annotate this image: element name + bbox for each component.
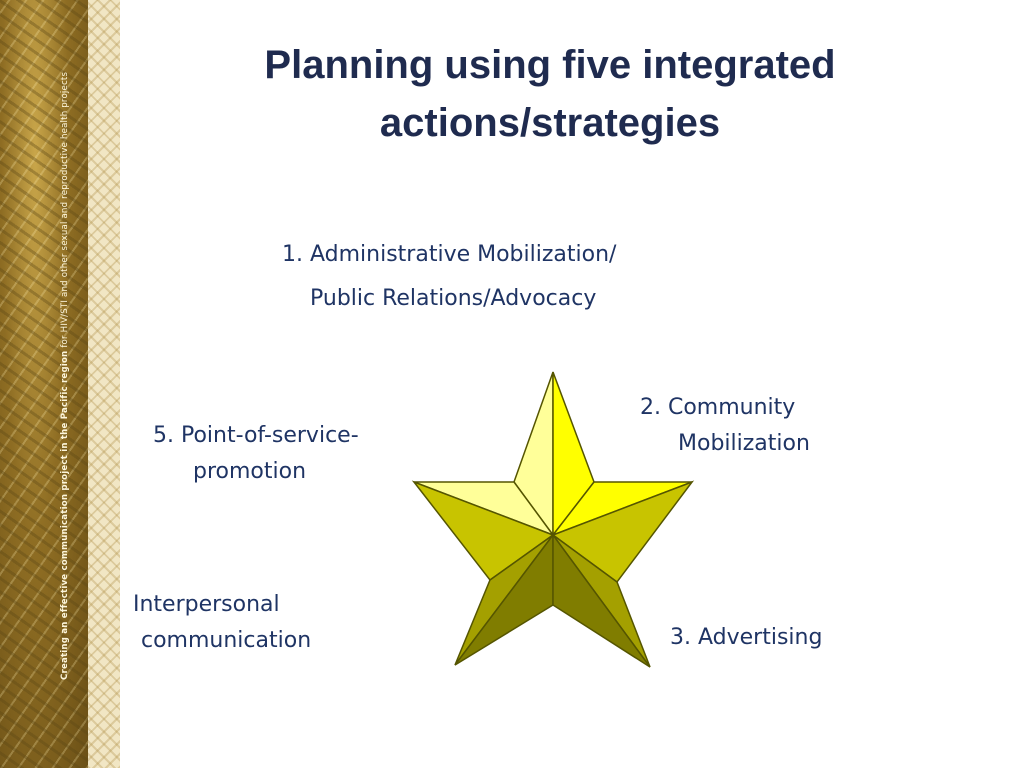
label-point-of-service-promotion: 5. Point-of-service- promotion (153, 418, 359, 490)
label-line: 1. Administrative Mobilization/ (282, 242, 617, 267)
label-line: communication (141, 628, 312, 653)
label-line: Public Relations/Advocacy (310, 286, 597, 311)
label-administrative-mobilization: 1. Administrative Mobilization/ Public R… (282, 237, 616, 317)
side-caption: Creating an effective communication proj… (60, 10, 70, 680)
label-line: 2. Community (640, 395, 796, 420)
label-interpersonal-communication: Interpersonal communication (133, 587, 311, 659)
label-line: 3. Advertising (670, 625, 823, 650)
side-caption-bold: Creating an effective communication proj… (60, 350, 70, 680)
decorative-pattern-strip (88, 0, 120, 768)
label-line: Mobilization (678, 431, 810, 456)
slide-title: Planning using five integrated actions/s… (264, 43, 836, 145)
label-community-mobilization: 2. Community Mobilization (640, 390, 810, 462)
label-line: promotion (193, 459, 307, 484)
star-facet-lower-right-inner (552, 532, 651, 668)
label-line: 5. Point-of-service- (153, 423, 359, 448)
side-caption-rest: for HIV/STI and other sexual and reprodu… (60, 71, 70, 351)
five-point-star (411, 371, 695, 668)
decorative-side-band: Creating an effective communication proj… (0, 0, 88, 768)
label-line: Interpersonal (133, 592, 280, 617)
label-advertising: 3. Advertising (670, 620, 822, 656)
